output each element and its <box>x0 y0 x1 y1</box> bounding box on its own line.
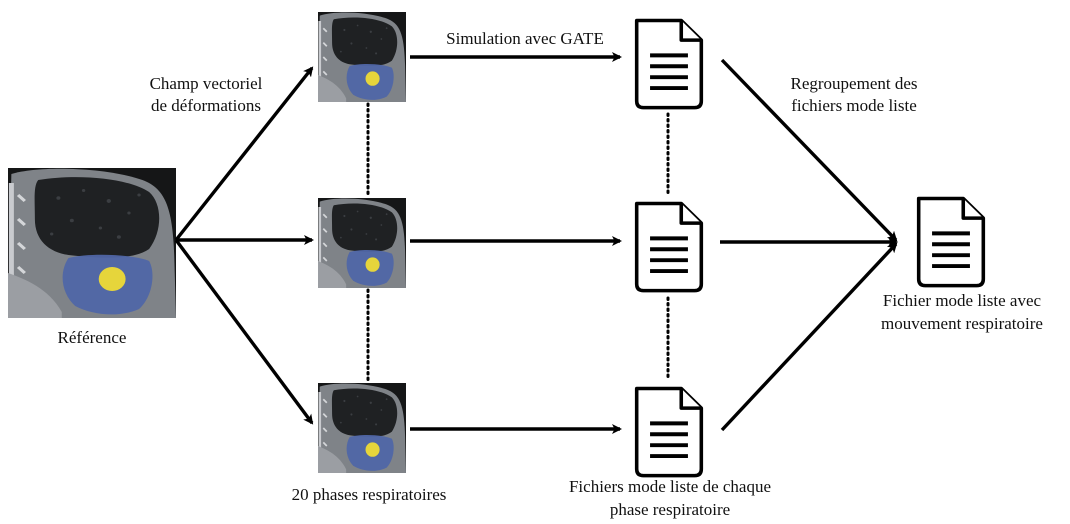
reference-ct-image <box>8 168 176 318</box>
reference-label: Référence <box>58 328 127 347</box>
vector-field-label-line1: Champ vectoriel <box>150 74 263 93</box>
phase-ct-image-top <box>318 12 406 102</box>
grouping-label-line2: fichiers mode liste <box>791 96 917 115</box>
phases-label: 20 phases respiratoires <box>292 485 447 504</box>
phase-ct-image-middle <box>318 198 406 288</box>
arrow-file-top-to-merged <box>720 58 898 242</box>
vector-field-label-line2: de déformations <box>151 96 261 115</box>
per-phase-files-label-line2: phase respiratoire <box>610 500 730 519</box>
file-icon-middle <box>637 204 702 291</box>
file-icon-bottom <box>637 389 702 476</box>
merged-file-icon <box>919 199 984 286</box>
grouping-label-line1: Regroupement des <box>791 74 918 93</box>
arrow-ref-to-phase-top <box>174 66 314 242</box>
phase-ct-image-bottom <box>318 383 406 473</box>
simulation-label: Simulation avec GATE <box>446 29 604 48</box>
arrow-ref-to-phase-bottom <box>174 238 314 425</box>
per-phase-files-label-line1: Fichiers mode liste de chaque <box>569 477 771 496</box>
result-label-line2: mouvement respiratoire <box>881 314 1043 333</box>
file-icon-top <box>637 21 702 108</box>
arrow-file-bottom-to-merged <box>720 242 898 432</box>
result-label-line1: Fichier mode liste avec <box>883 291 1042 310</box>
